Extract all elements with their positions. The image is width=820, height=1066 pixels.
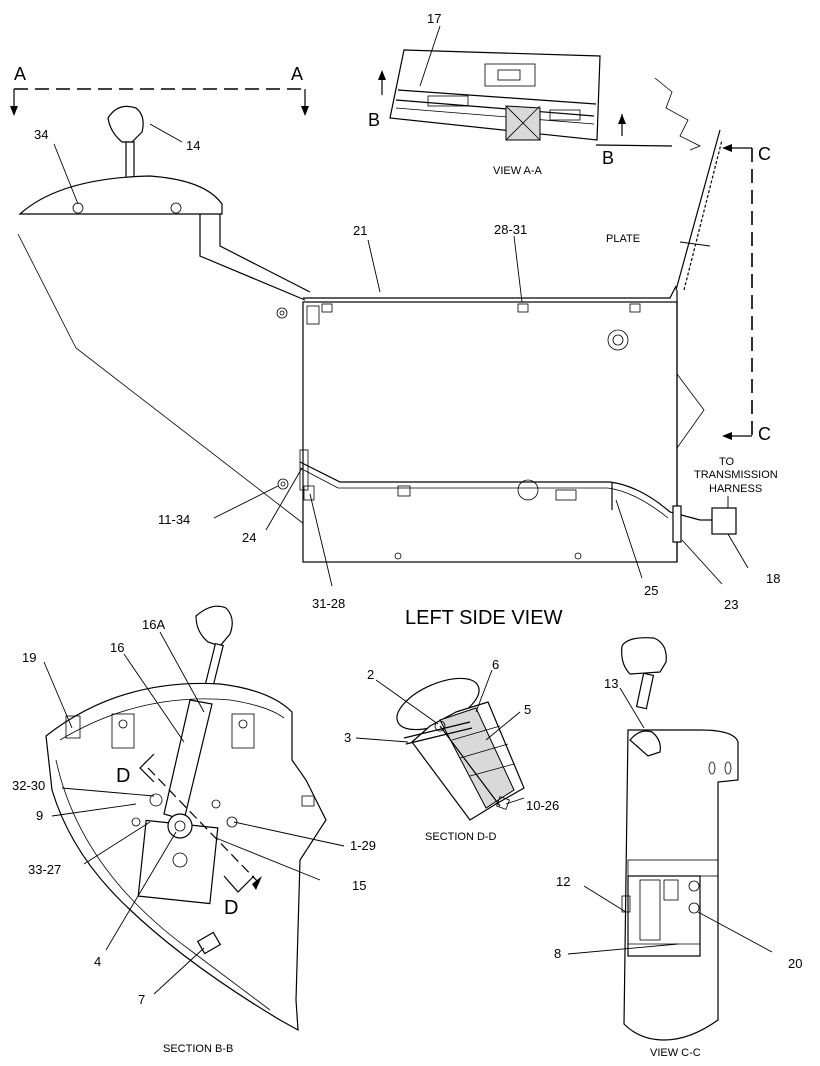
callout-17: 17 [427, 11, 441, 26]
callout-25: 25 [644, 583, 658, 598]
section-dd-drawing: 2 6 5 3 10-26 SECTION D-D [344, 657, 559, 843]
section-dd-caption: SECTION D-D [425, 831, 497, 843]
left-side-view-drawing: C C 14 34 21 28-31 PLATE TO TRANSMISSION… [17, 105, 780, 629]
callout-3: 3 [344, 730, 351, 745]
callout-5: 5 [524, 702, 531, 717]
callout-16a: 16A [142, 617, 165, 632]
callout-31-28: 31-28 [312, 596, 345, 611]
callout-34: 34 [34, 127, 48, 142]
callout-14: 14 [186, 138, 200, 153]
callout-18: 18 [766, 571, 780, 586]
view-cc-drawing: 13 12 8 20 VIEW C-C [554, 637, 802, 1059]
section-line-aa: A A [10, 64, 309, 116]
callout-20: 20 [788, 956, 802, 971]
view-aa-caption: VIEW A-A [493, 165, 543, 177]
section-bb-caption: SECTION B-B [163, 1043, 233, 1055]
callout-9: 9 [36, 808, 43, 823]
callout-4: 4 [94, 954, 101, 969]
callout-10-26: 10-26 [526, 798, 559, 813]
section-mark-b-right: B [602, 148, 614, 168]
note-harness: HARNESS [709, 483, 762, 495]
callout-24: 24 [242, 530, 256, 545]
callout-16: 16 [110, 640, 124, 655]
callout-21: 21 [353, 223, 367, 238]
callout-7: 7 [138, 992, 145, 1007]
section-mark-d-bottom: D [224, 897, 238, 919]
callout-32-30: 32-30 [12, 778, 45, 793]
callout-12: 12 [556, 874, 570, 889]
left-side-view-title: LEFT SIDE VIEW [405, 607, 563, 629]
note-to: TO [719, 456, 735, 468]
callout-33-27: 33-27 [28, 862, 61, 877]
section-mark-c-top: C [758, 144, 771, 164]
callout-19: 19 [22, 650, 36, 665]
callout-1-29: 1-29 [350, 838, 376, 853]
callout-2: 2 [367, 667, 374, 682]
callout-13: 13 [604, 676, 618, 691]
section-mark-a-right: A [291, 64, 303, 84]
callout-23: 23 [724, 597, 738, 612]
callout-28-31: 28-31 [494, 222, 527, 237]
plate-note: PLATE [606, 233, 640, 245]
callout-15: 15 [352, 878, 366, 893]
note-transmission: TRANSMISSION [694, 469, 778, 481]
section-mark-a-left: A [14, 64, 26, 84]
section-mark-c-bottom: C [758, 424, 771, 444]
callout-6: 6 [492, 657, 499, 672]
section-mark-b-left: B [368, 110, 380, 130]
section-mark-d-top: D [116, 765, 130, 787]
callout-8: 8 [554, 946, 561, 961]
section-bb-drawing: D D 16A 16 19 32-30 9 33-27 1-29 15 4 7 … [12, 605, 376, 1055]
view-cc-caption: VIEW C-C [650, 1047, 701, 1059]
view-aa-drawing: B B 17 VIEW A-A [368, 11, 701, 177]
callout-11-34: 11-34 [158, 512, 190, 527]
